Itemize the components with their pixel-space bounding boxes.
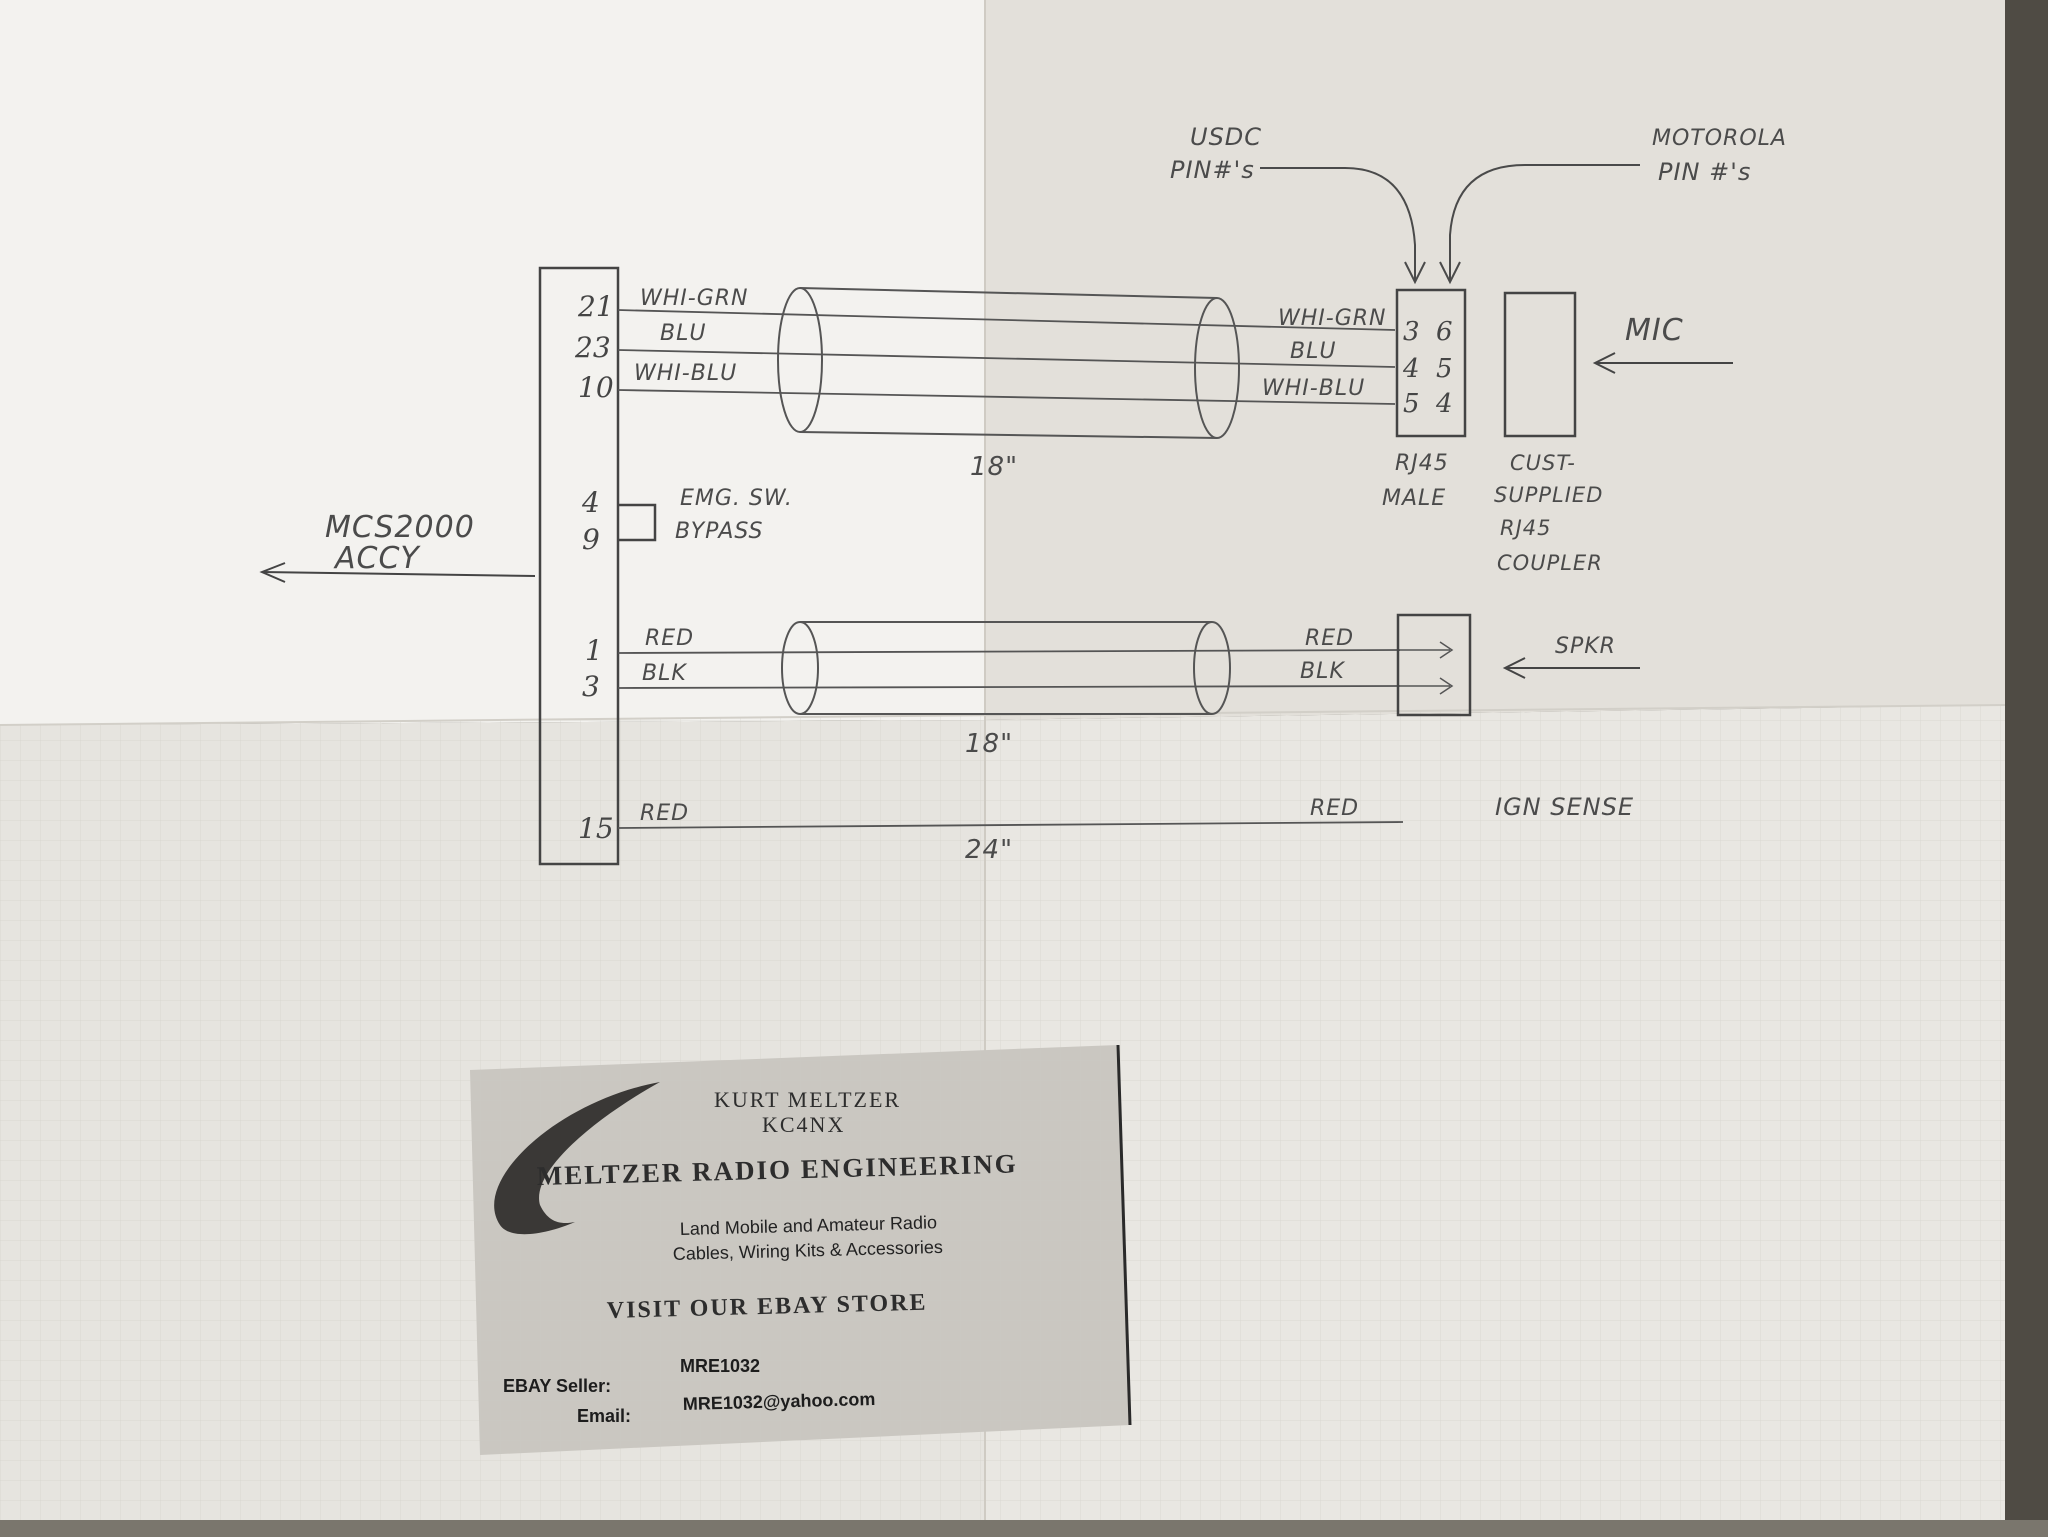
spkr-cable-length: 18" [965, 729, 1013, 759]
mic-cable-length: 18" [970, 452, 1018, 482]
rj45-usdc-pin-2: 4 [1402, 354, 1420, 384]
spkr-wire-right-2: BLK [1300, 659, 1345, 684]
rj45-motorola-pin-2: 5 [1436, 354, 1453, 384]
pin-4: 4 [581, 486, 600, 519]
pin-3: 3 [582, 670, 600, 703]
rj45-label-line1: RJ45 [1395, 451, 1449, 476]
spkr-wire-left-1: RED [645, 626, 694, 651]
pin-21: 21 [577, 290, 614, 323]
ign-wire-length: 24" [965, 835, 1013, 865]
mic-wire-right-3: WHI-BLU [1262, 376, 1365, 401]
coupler-label-line3: RJ45 [1500, 516, 1552, 540]
rj45-male-plug: 3 4 5 6 5 4 RJ45 MALE [1382, 288, 1467, 511]
mic-wire-right-2: BLU [1290, 339, 1336, 364]
mic-label: MIC [1592, 313, 1733, 374]
usdc-label-line2: PIN#'s [1170, 156, 1255, 184]
motorola-label-line2: PIN #'s [1658, 158, 1751, 186]
rj45-coupler: CUST- SUPPLIED RJ45 COUPLER [1494, 291, 1603, 575]
connector-block [538, 266, 620, 866]
coupler-label-line1: CUST- [1510, 451, 1576, 475]
pin-9: 9 [582, 523, 600, 556]
mcs2000-label-line2: ACCY [333, 541, 421, 576]
motorola-label-line1: MOTOROLA [1652, 126, 1787, 151]
bypass-label-line2: BYPASS [675, 519, 764, 544]
mic-wire-left-3: WHI-BLU [634, 361, 737, 386]
card-email-label: Email: [577, 1406, 631, 1426]
mcs2000-label: MCS2000 ACCY [259, 510, 536, 583]
spkr-plug [1396, 613, 1472, 717]
mic-text: MIC [1625, 313, 1684, 348]
pin-10: 10 [578, 371, 614, 404]
bypass-jumper [618, 503, 657, 542]
ign-sense-label: IGN SENSE [1495, 793, 1634, 821]
mcs2000-connector: 21 23 10 4 9 1 3 15 [538, 266, 620, 866]
rj45-motorola-pin-1: 6 [1436, 317, 1453, 347]
mic-wire-left-1: WHI-GRN [640, 286, 749, 311]
bypass-label-line1: EMG. SW. [680, 486, 793, 511]
card-seller-value: MRE1032 [680, 1356, 760, 1376]
rj45-plug-body [1395, 288, 1467, 438]
card-seller-label: EBAY Seller: [503, 1376, 611, 1396]
usdc-arrow [1260, 167, 1416, 282]
rj45-motorola-pin-3: 4 [1435, 389, 1453, 419]
card-name: KURT MELTZER [714, 1087, 901, 1112]
motorola-pin-label: MOTOROLA PIN #'s [1439, 126, 1787, 285]
mic-wire-right-1: WHI-GRN [1278, 306, 1387, 331]
card-callsign: KC4NX [762, 1112, 845, 1137]
coupler-label-line4: COUPLER [1497, 551, 1603, 575]
rj45-usdc-pin-3: 5 [1403, 389, 1420, 419]
mcs2000-arrow [261, 571, 536, 577]
spkr-wire-left-2: BLK [642, 661, 687, 686]
usdc-label-line1: USDC [1190, 123, 1262, 151]
pin-1: 1 [585, 634, 603, 667]
ign-wire-right: RED [1310, 796, 1359, 821]
ign-wire-left: RED [640, 801, 689, 826]
pin-15: 15 [578, 812, 614, 845]
mic-wire-left-2: BLU [660, 321, 706, 346]
mcs2000-label-line1: MCS2000 [325, 510, 475, 545]
mic-cable: WHI-GRN BLU WHI-BLU 18" WHI-GRN BLU WHI-… [617, 286, 1396, 482]
rj45-usdc-pin-1: 3 [1403, 317, 1420, 347]
business-card: KURT MELTZER KC4NX MELTZER RADIO ENGINEE… [470, 1044, 1132, 1455]
rj45-label-line2: MALE [1382, 486, 1446, 511]
speaker-cable: RED BLK 18" RED BLK SPKR [617, 613, 1640, 759]
usdc-pin-label: USDC PIN#'s [1170, 123, 1426, 285]
pin-23: 23 [574, 331, 611, 364]
motorola-arrow [1449, 164, 1640, 282]
spkr-wire-right-1: RED [1305, 626, 1354, 651]
spkr-text: SPKR [1555, 634, 1616, 659]
rj45-coupler-body [1503, 291, 1577, 438]
emergency-switch-bypass: EMG. SW. BYPASS [618, 486, 793, 544]
coupler-label-line2: SUPPLIED [1494, 483, 1603, 507]
ignition-sense-wire: RED RED 24" IGN SENSE [617, 793, 1634, 865]
company-logo-swoosh [494, 1082, 660, 1235]
